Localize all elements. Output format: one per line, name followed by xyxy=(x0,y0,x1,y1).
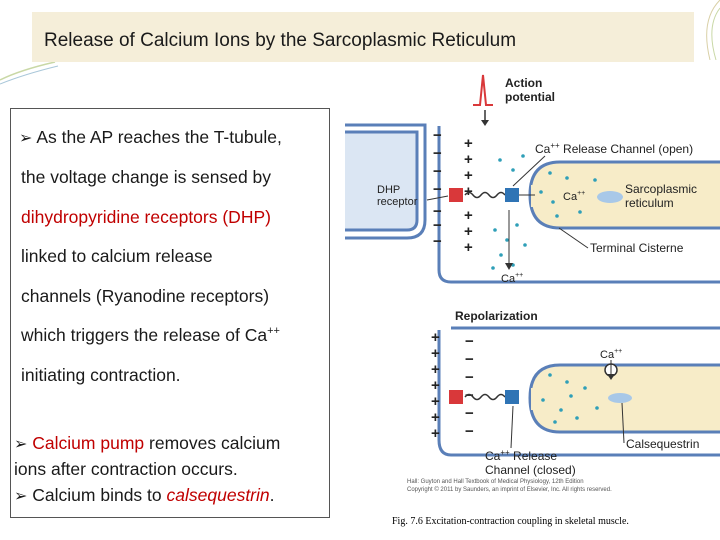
ca-pump-label: Ca++ xyxy=(600,348,622,361)
dhp-label-2: receptor xyxy=(377,196,418,208)
bullet-1-line-7: initiating contraction. xyxy=(21,365,181,385)
minus-sign: − xyxy=(433,181,442,198)
arrow-bullet-icon: ➢ xyxy=(14,488,28,505)
minus-signs-bottom: − − − − − − xyxy=(465,333,474,440)
terminal-cisterne-pointer xyxy=(558,227,589,249)
plus-sign: + xyxy=(464,135,473,152)
plus-signs-bottom: + + + + + + + xyxy=(431,329,440,442)
minus-sign: − xyxy=(465,333,474,350)
t-tubule-membrane-top-inner xyxy=(345,130,419,232)
release-channel-open-label: Ca++ Release Channel (open) xyxy=(535,141,693,156)
calsequestrin-blob-top xyxy=(597,191,623,203)
bullet-1-text: As the AP reaches the T-tubule, xyxy=(36,127,282,147)
release-channel-closed-label-1: Ca++ Release xyxy=(485,448,557,463)
ryanodine-channel-bottom-icon xyxy=(505,390,519,404)
release-channel-closed-label-2: Channel (closed) xyxy=(485,463,576,477)
muscle-membrane-top xyxy=(437,126,720,284)
minus-signs-top: − − − − − − − xyxy=(433,127,442,250)
ca-pump-arrowhead-icon xyxy=(607,374,615,380)
plus-sign: + xyxy=(431,377,440,394)
bullet-1-line-4: linked to calcium release xyxy=(21,246,213,266)
sarcoplasmic-reticulum-label-1: Sarcoplasmic xyxy=(625,182,697,196)
linker-coil-top xyxy=(464,191,506,199)
plus-sign: + xyxy=(431,425,440,442)
ca-release-arrowhead-icon xyxy=(505,263,513,270)
action-potential-arrowhead-icon xyxy=(481,120,489,126)
ryanodine-channel-top-icon xyxy=(505,188,519,202)
decorative-swoosh-right xyxy=(706,0,720,60)
credit-line-1: Hall: Guyton and Hall Textbook of Medica… xyxy=(407,479,584,485)
credit-line-2: Copyright © 2011 by Saunders, an imprint… xyxy=(407,486,612,493)
action-potential-spike-icon xyxy=(473,74,493,106)
terminal-cisterne-label: Terminal Cisterne xyxy=(590,241,684,255)
minus-sign: − xyxy=(433,163,442,180)
bullet-1-line-5: channels (Ryanodine receptors) xyxy=(21,286,270,306)
calsequestrin-blob-bottom xyxy=(608,393,632,403)
arrow-bullet-icon: ➢ xyxy=(19,130,33,147)
plus-sign: + xyxy=(464,223,473,240)
calcium-dots-bottom xyxy=(541,373,599,424)
action-potential-label-1: Action xyxy=(505,76,542,90)
bullet-1-line-3: dihydropyridine receptors (DHP) xyxy=(21,207,271,227)
bullet-1-line-6-text: which triggers the release of Ca xyxy=(21,325,268,345)
bullet-2-line-2: ions after contraction occurs. xyxy=(14,459,238,479)
release-open-pointer xyxy=(512,155,546,187)
calcium-dots-top xyxy=(491,154,597,270)
figure-caption: Fig. 7.6 Excitation-contraction coupling… xyxy=(392,516,629,527)
plus-sign: + xyxy=(431,329,440,346)
plus-sign: + xyxy=(431,393,440,410)
minus-sign: − xyxy=(465,423,474,440)
minus-sign: − xyxy=(465,351,474,368)
bullet-3-suffix: . xyxy=(269,485,275,505)
linker-coil-bottom xyxy=(464,393,506,401)
minus-sign: − xyxy=(433,145,442,162)
bullet-1-line-6: which triggers the release of Ca++ xyxy=(21,325,280,346)
plus-sign: + xyxy=(464,239,473,256)
minus-sign: − xyxy=(433,233,442,250)
sarcoplasmic-reticulum-label-2: reticulum xyxy=(625,196,674,210)
slide-title: Release of Calcium Ions by the Sarcoplas… xyxy=(44,30,517,51)
bullet-1-line-1: ➢ As the AP reaches the T-tubule, xyxy=(19,127,282,148)
ca-bottom-label: Ca++ xyxy=(501,272,523,285)
plus-sign: + xyxy=(464,151,473,168)
bullet-3-line-1: ➢ Calcium binds to calsequestrin. xyxy=(14,485,275,506)
dhp-pointer xyxy=(426,195,449,201)
calsequestrin-pointer xyxy=(621,402,625,444)
plus-sign: + xyxy=(431,345,440,362)
plus-sign: + xyxy=(464,207,473,224)
plus-sign: + xyxy=(464,183,473,200)
minus-sign: − xyxy=(465,405,474,422)
t-tubule-membrane-top-outer xyxy=(345,123,427,240)
calsequestrin-label: Calsequestrin xyxy=(626,437,699,451)
minus-sign: − xyxy=(465,369,474,386)
dhp-receptor-top-icon xyxy=(449,188,463,202)
repolarization-label: Repolarization xyxy=(455,309,538,323)
bullet-3-term: calsequestrin xyxy=(166,485,270,505)
bullet-2-line-1: ➢ Calcium pump removes calcium xyxy=(14,433,280,454)
muscle-membrane-bottom xyxy=(437,330,720,457)
plus-sign: + xyxy=(464,167,473,184)
arrow-bullet-icon: ➢ xyxy=(14,436,28,453)
minus-sign: − xyxy=(433,217,442,234)
excitation-contraction-figure: Action potential − − − − − − − + + + + +… xyxy=(345,74,720,493)
plus-sign: + xyxy=(431,409,440,426)
text-box: ➢ As the AP reaches the T-tubule, the vo… xyxy=(10,108,330,518)
dhp-label-1: DHP xyxy=(377,184,400,196)
minus-sign: − xyxy=(433,127,442,144)
action-potential-label-2: potential xyxy=(505,90,555,104)
plus-sign: + xyxy=(431,361,440,378)
bullet-1-line-6-sup: ++ xyxy=(267,325,280,338)
decorative-swoosh-left xyxy=(0,61,59,85)
release-closed-pointer xyxy=(510,405,514,449)
bullet-3-prefix: Calcium binds to xyxy=(32,485,167,505)
bullet-1-line-2: the voltage change is sensed by xyxy=(21,167,272,187)
minus-sign: − xyxy=(465,387,474,404)
title-band xyxy=(32,12,694,62)
bullet-2-term: Calcium pump xyxy=(32,433,145,453)
bullet-2-rest: removes calcium xyxy=(144,433,281,453)
dhp-receptor-bottom-icon xyxy=(449,390,463,404)
plus-signs-top: + + + + + + + xyxy=(464,135,473,256)
minus-sign: − xyxy=(433,203,442,220)
ca-inside-label: Ca++ xyxy=(563,190,585,203)
